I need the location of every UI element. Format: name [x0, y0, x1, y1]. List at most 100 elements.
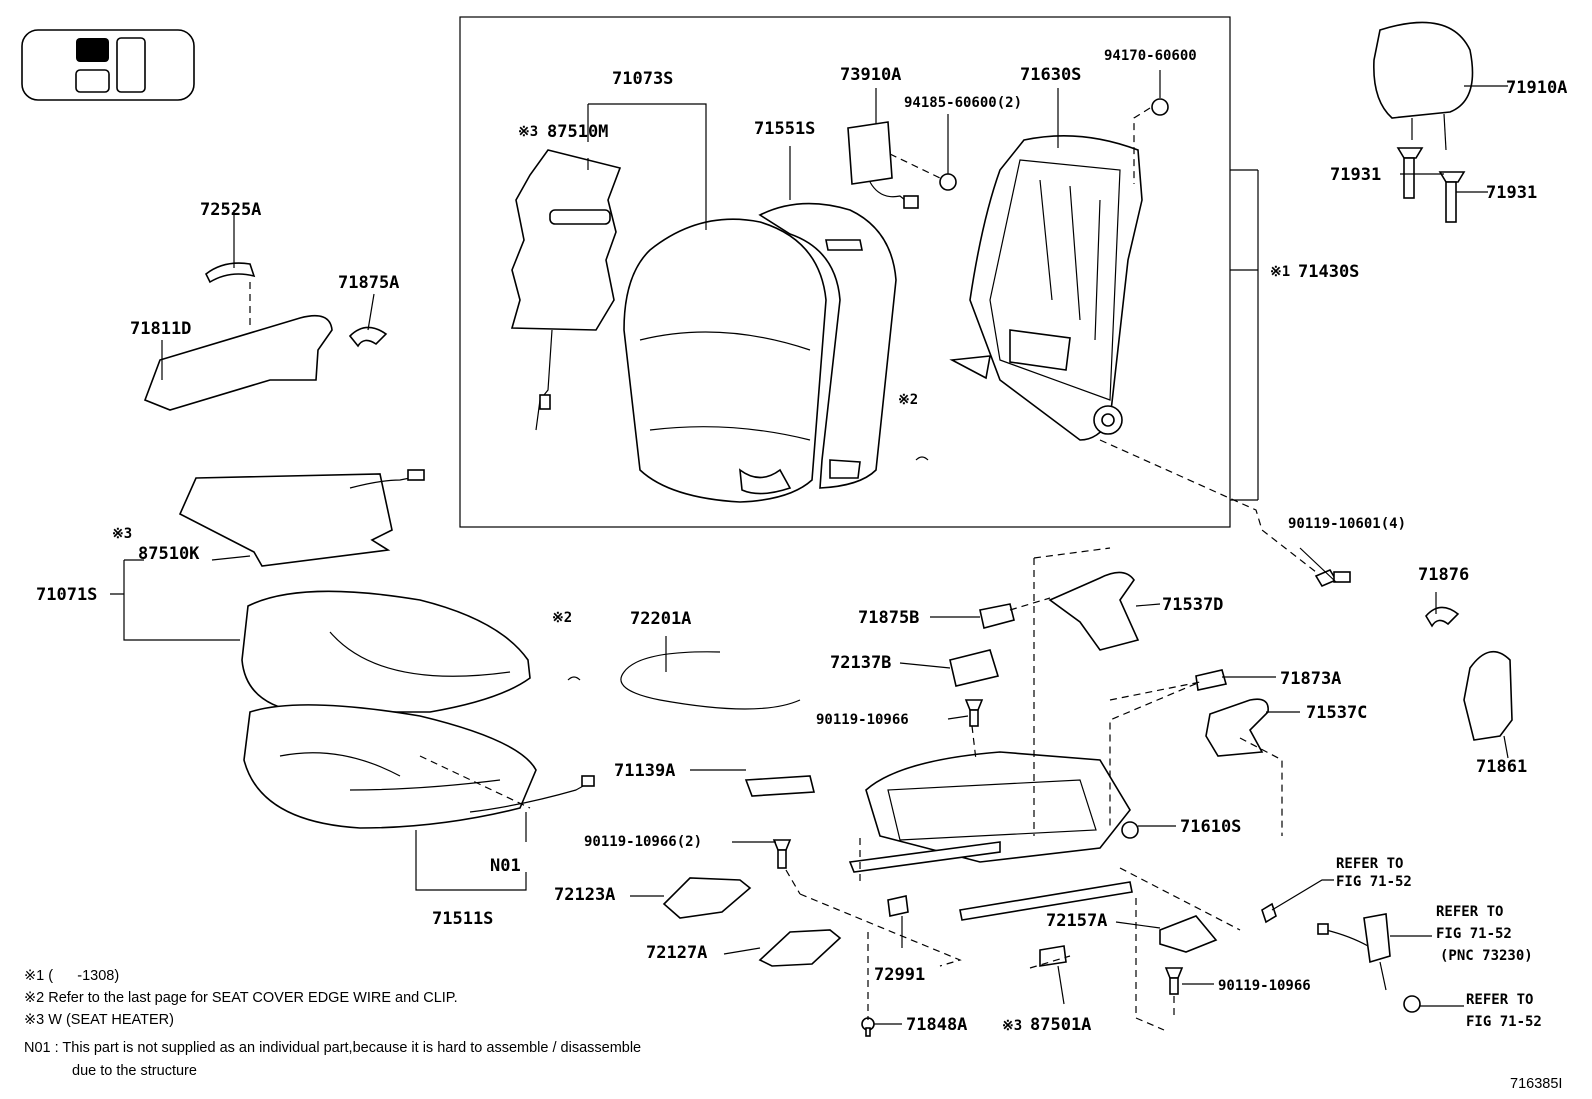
- ref3-line2: FIG 71-52: [1466, 1014, 1542, 1030]
- label-71848a: 71848A: [906, 1015, 967, 1035]
- part-72137b-shape: [949, 649, 1000, 687]
- footnote-n01-cont: due to the structure: [72, 1063, 197, 1079]
- part-87501a-shape: [1039, 945, 1067, 967]
- label-72123a: 72123A: [554, 885, 615, 905]
- seatback-heater-part: [510, 149, 622, 431]
- label-71931-right: 71931: [1486, 183, 1537, 203]
- label-72137b: 72137B: [830, 653, 891, 673]
- label-94185-60600: 94185-60600(2): [904, 95, 1022, 111]
- headrest-part: [1373, 21, 1474, 151]
- footnote-1: ※1 ( -1308): [24, 968, 119, 984]
- label-71873a: 71873A: [1280, 669, 1341, 689]
- label-71511s: 71511S: [432, 909, 493, 929]
- leader-lines: [110, 70, 1509, 1025]
- part-71139a-shape: [744, 775, 816, 797]
- part-labels: 71073S ※3 87510M 71551S 73910A 94185-606…: [36, 48, 1567, 1035]
- seat-belt-buckle-shape: [1317, 913, 1391, 991]
- label-n01: N01: [490, 856, 521, 876]
- label-71073s: 71073S: [612, 69, 673, 89]
- bolt-90119-10966-lower: [1164, 967, 1184, 995]
- part-71537d-shape: [1048, 571, 1140, 651]
- label-73910a: 73910A: [840, 65, 901, 85]
- headrest-guide-left: [1396, 147, 1424, 199]
- diagram-id: 716385I: [1510, 1076, 1562, 1092]
- label-71876: 71876: [1418, 565, 1469, 585]
- bolt-90119-10966-2: [772, 839, 792, 869]
- footnote-2: ※2 Refer to the last page for SEAT COVER…: [24, 990, 458, 1006]
- label-90119-10966-lower: 90119-10966: [1218, 978, 1311, 994]
- label-90119-10966-2: 90119-10966(2): [584, 834, 702, 850]
- label-87510m: 87510M: [547, 122, 608, 142]
- part-71875b-shape: [979, 603, 1015, 629]
- side-airbag-part: [847, 121, 919, 209]
- label-72525a: 72525A: [200, 200, 261, 220]
- label-71875b: 71875B: [858, 608, 919, 628]
- headrest-guide-right: [1438, 171, 1466, 223]
- ref2-line2: FIG 71-52: [1436, 926, 1512, 942]
- ref1-line2: FIG 71-52: [1336, 874, 1412, 890]
- marker-3-87501a: ※3: [1002, 1018, 1022, 1034]
- part-71873a-shape: [1195, 669, 1228, 691]
- ref1-line1: REFER TO: [1336, 856, 1403, 872]
- label-71537c: 71537C: [1306, 703, 1367, 723]
- part-71537c-shape: [1205, 698, 1269, 757]
- bolt-90119-10601: [1314, 568, 1351, 588]
- cushion-heater-part: [178, 469, 425, 567]
- label-72201a: 72201A: [630, 609, 691, 629]
- footnotes: ※1 ( -1308) ※2 Refer to the last page fo…: [24, 968, 641, 1079]
- backrest-group-box: [459, 16, 1231, 528]
- part-72525a-shape: [204, 262, 256, 284]
- label-71430s: 71430S: [1298, 262, 1359, 282]
- label-71875a: 71875A: [338, 273, 399, 293]
- ref2-line3: (PNC 73230): [1440, 948, 1533, 964]
- label-71610s: 71610S: [1180, 817, 1241, 837]
- marker-2-upper: ※2: [898, 392, 918, 408]
- seatback-pad-part: [758, 202, 897, 489]
- part-72991-shape: [887, 895, 909, 917]
- label-71630s: 71630S: [1020, 65, 1081, 85]
- label-90119-10966-upper: 90119-10966: [816, 712, 909, 728]
- cushion-edge-wire-part: [620, 651, 801, 710]
- marker-1-71430s: ※1: [1270, 264, 1290, 280]
- cushion-harness-connector: [581, 775, 595, 787]
- label-71861: 71861: [1476, 757, 1527, 777]
- part-71811d-shape: [143, 314, 333, 411]
- part-71876-shape: [1425, 606, 1460, 628]
- label-72991: 72991: [874, 965, 925, 985]
- marker-2-lower: ※2: [552, 610, 572, 626]
- part-72123a-shape: [662, 877, 752, 919]
- seat-locator-icon: [21, 29, 195, 101]
- label-71551s: 71551S: [754, 119, 815, 139]
- seatback-frame-part: [949, 134, 1143, 441]
- label-87501a: 87501A: [1030, 1015, 1091, 1035]
- clip-upper: [915, 456, 929, 461]
- footnote-3: ※3 W (SEAT HEATER): [24, 1012, 174, 1028]
- part-72157a-shape: [1159, 915, 1218, 953]
- cushion-harness-wire: [469, 779, 595, 813]
- nut-94170: [1151, 98, 1169, 116]
- seatback-cover-part: [623, 218, 827, 503]
- marker-3-87510k: ※3: [112, 526, 132, 542]
- ref3-line1: REFER TO: [1466, 992, 1533, 1008]
- ref-nut-shape: [1403, 995, 1421, 1013]
- footnote-n01: N01 : This part is not supplied as an in…: [24, 1040, 641, 1056]
- part-72127a-shape: [758, 929, 842, 967]
- nut-94185: [939, 173, 957, 191]
- cushion-cover-part: [241, 590, 531, 713]
- label-71910a: 71910A: [1506, 78, 1567, 98]
- label-94170-60600: 94170-60600: [1104, 48, 1197, 64]
- label-72127a: 72127A: [646, 943, 707, 963]
- label-71139a: 71139A: [614, 761, 675, 781]
- clip-lower: [567, 676, 581, 681]
- label-90119-10601: 90119-10601(4): [1288, 516, 1406, 532]
- figure-references: REFER TO FIG 71-52 REFER TO FIG 71-52 (P…: [1336, 856, 1542, 1030]
- assembly-dashed-lines: [249, 107, 1317, 1031]
- ref-clip-shape: [1261, 902, 1277, 924]
- bolt-90119-10966-upper: [964, 699, 984, 727]
- cushion-pad-part: [243, 704, 537, 829]
- label-71811d: 71811D: [130, 319, 191, 339]
- marker-3-87510m: ※3: [518, 124, 538, 140]
- part-71861-shape: [1463, 650, 1513, 741]
- label-71537d: 71537D: [1162, 595, 1223, 615]
